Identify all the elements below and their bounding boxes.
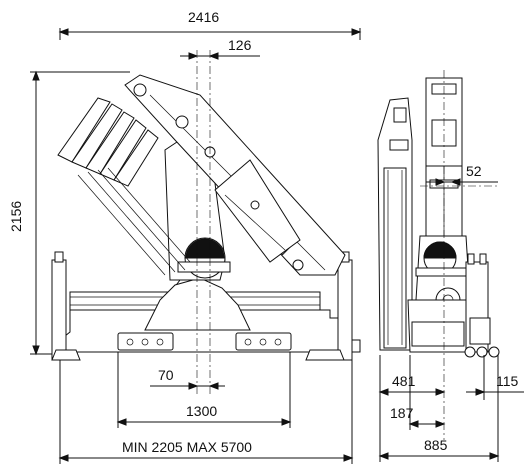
base-frame [51,277,361,353]
label-side-inner: 187 [390,405,414,421]
label-side-right: 115 [496,373,519,389]
stabilizer-right [305,251,353,361]
label-stabilizer-width: 1300 [186,403,217,419]
dim-overall-width: 2416 [58,9,362,40]
extension-sections [57,97,191,276]
dim-offset-top: 126 [180,37,260,60]
label-side-left: 481 [392,373,416,389]
label-height: 2156 [8,201,24,232]
dim-stabilizer-range: MIN 2205 MAX 5700 [58,360,354,464]
front-view: 2416 126 2156 70 [8,9,362,464]
label-center-offset: 70 [158,367,174,383]
dim-side-inner: 187 [390,355,446,430]
label-side-top: 52 [466,163,482,179]
label-stabilizer-range: MIN 2205 MAX 5700 [122,439,252,455]
label-side-total: 885 [424,437,448,453]
dim-side-total: 885 [378,355,500,462]
stabilizer-left [51,251,81,361]
dim-side-top: 52 [426,163,498,186]
label-overall-width: 2416 [188,9,219,25]
dim-height: 2156 [8,70,130,356]
dim-center-offset: 70 [150,367,225,390]
side-view: 52 481 115 187 [377,70,524,462]
side-extension [377,97,413,351]
dim-stabilizer-width: 1300 [116,352,292,428]
dim-side-right: 115 [466,355,524,400]
boom-cylinder [214,159,301,263]
label-offset-top: 126 [228,37,252,53]
